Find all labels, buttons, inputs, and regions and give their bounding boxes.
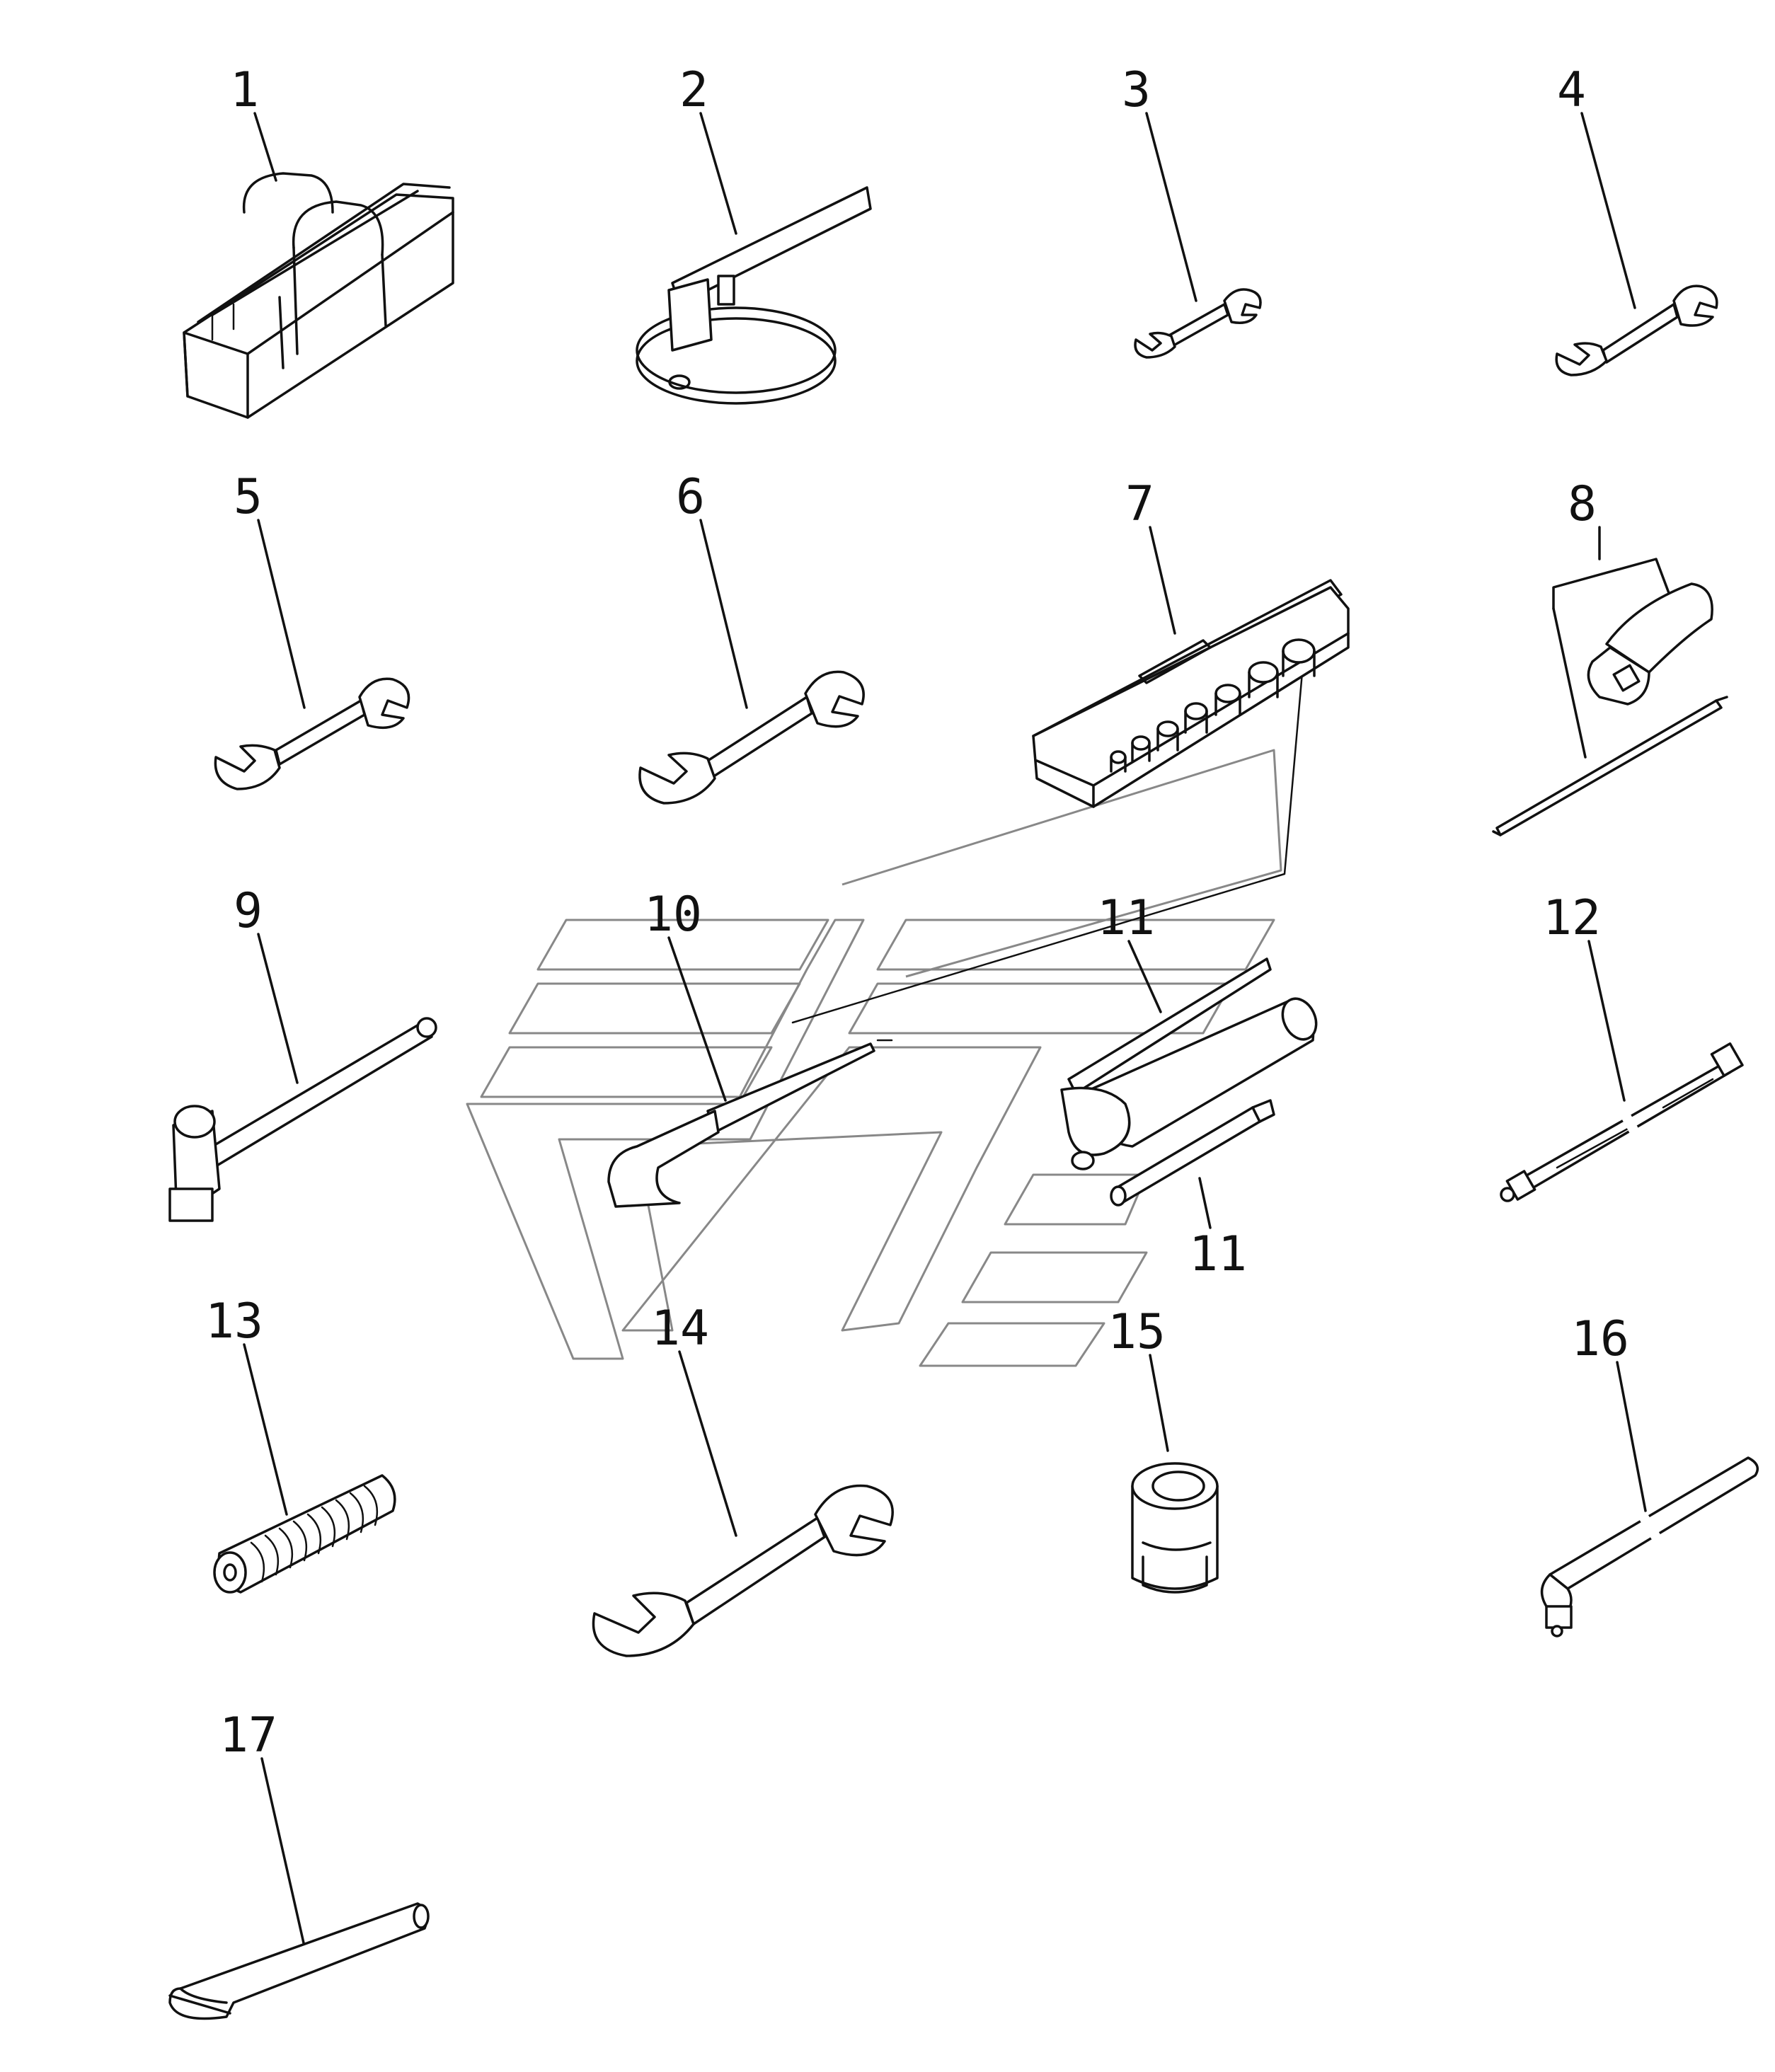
l-handle-wrench-icon [1540, 1456, 1759, 1638]
part-number: 10 [644, 887, 702, 943]
part-3: 3 [1122, 62, 1262, 359]
part-9: 9 [168, 883, 437, 1222]
part-11b: 11 [1110, 1099, 1275, 1282]
part-15: 15 [1108, 1304, 1219, 1594]
manufacturer-logo-watermark-icon [466, 749, 1282, 1367]
pry-bar-icon [607, 1042, 875, 1208]
open-end-wrench-icon [214, 677, 410, 790]
part-number: 1 [230, 62, 259, 118]
part-5: 5 [214, 469, 410, 790]
part-1: 1 [183, 62, 454, 419]
part-number: 2 [679, 62, 708, 118]
part-number: 9 [234, 883, 263, 939]
screwdriver-set-icon [1492, 582, 1728, 836]
grease-nozzle-icon [1110, 1099, 1275, 1207]
grease-gun-icon [1060, 957, 1318, 1170]
part-number: 8 [1568, 476, 1597, 532]
part-14: 14 [592, 1301, 894, 1657]
socket-row [1110, 638, 1316, 773]
part-number: 7 [1125, 476, 1154, 532]
part-2: 2 [636, 62, 872, 405]
hex-key-icon [168, 1902, 430, 2020]
part-number: 5 [234, 469, 263, 525]
open-end-wrench-icon [592, 1484, 894, 1657]
filter-wrench-icon [636, 186, 872, 405]
part-4: 4 [1555, 62, 1718, 376]
tool-bag-icon [183, 172, 454, 419]
part-10: 10 [607, 887, 875, 1208]
open-end-wrench-icon [1134, 288, 1262, 359]
open-end-wrench-icon [638, 670, 865, 805]
ball-peen-hammer-icon [168, 1017, 437, 1222]
open-end-wrench-icon [1555, 284, 1718, 376]
part-number: 4 [1557, 62, 1586, 118]
part-13: 13 [205, 1294, 396, 1594]
part-8: 8 [1492, 476, 1728, 836]
part-16: 16 [1540, 1311, 1759, 1638]
part-6: 6 [638, 469, 865, 805]
threaded-bolt-icon [213, 1474, 396, 1594]
socket-set-case-icon [1032, 579, 1350, 808]
part-number: 11 [1097, 890, 1155, 946]
part-number: 17 [219, 1708, 277, 1763]
part-17: 17 [168, 1708, 430, 2020]
part-12: 12 [1500, 890, 1744, 1202]
socket-icon [1131, 1462, 1219, 1594]
part-number: 3 [1122, 62, 1151, 118]
part-number: 16 [1571, 1311, 1629, 1367]
part-number: 13 [205, 1294, 263, 1349]
leader-line [791, 671, 1304, 1024]
part-7: 7 [1032, 476, 1350, 808]
part-number: 12 [1543, 890, 1601, 946]
part-number: 11 [1189, 1226, 1247, 1282]
part-number: 15 [1108, 1304, 1166, 1360]
extension-bar-icon [1500, 1042, 1744, 1202]
part-number: 14 [651, 1301, 709, 1357]
part-11a: 11 [1060, 890, 1318, 1170]
part-number: 6 [676, 469, 705, 525]
